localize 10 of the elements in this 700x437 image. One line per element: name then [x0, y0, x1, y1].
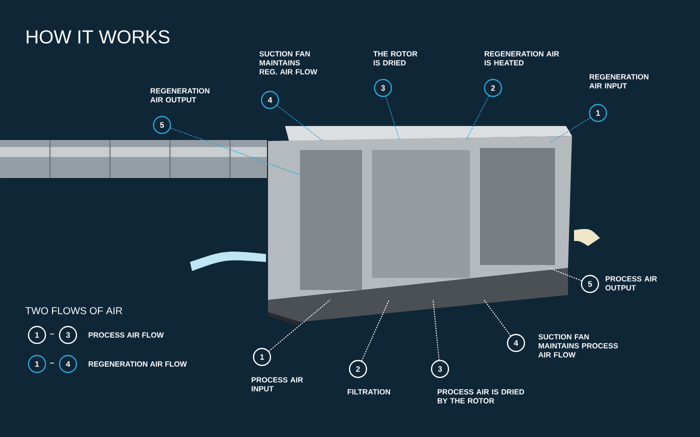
leader-line	[170, 128, 301, 176]
leader-line	[549, 268, 582, 282]
leader-line	[549, 117, 591, 144]
leader-line	[268, 299, 331, 352]
legend-heading: TWO FLOWS OF AIR	[25, 307, 122, 314]
leader-line	[361, 299, 390, 362]
title: HOW IT WORKS	[26, 30, 170, 44]
leader-line	[276, 105, 322, 141]
dehumidifier-drawing	[268, 126, 572, 326]
leader-line	[432, 299, 440, 360]
